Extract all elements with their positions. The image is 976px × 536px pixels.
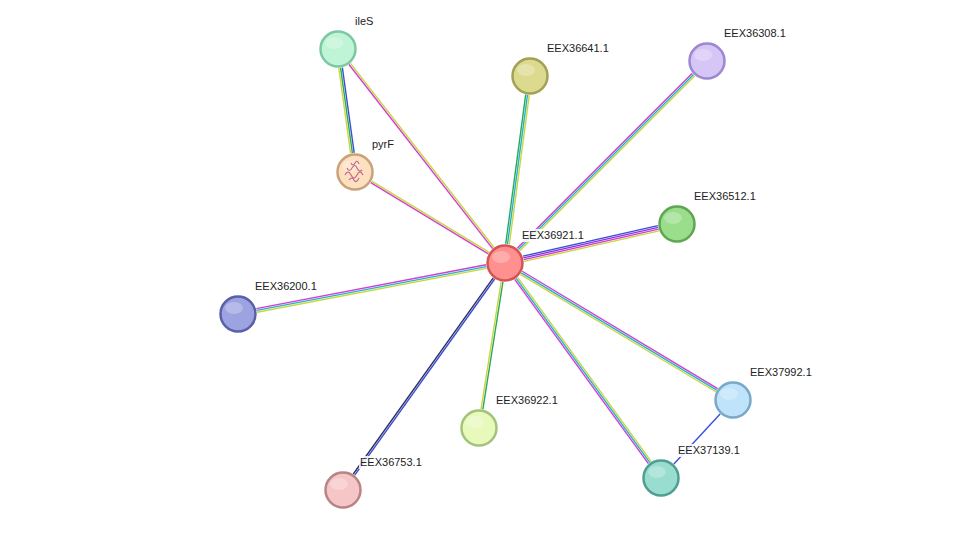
protein-node: EEX36512.1 (658, 205, 696, 243)
node-label: EEX36753.1 (359, 456, 423, 469)
node-circle (336, 153, 374, 191)
protein-node: EEX36200.1 (219, 295, 257, 333)
node-circle (688, 42, 726, 80)
node-label: EEX36512.1 (693, 190, 757, 203)
interaction-edge (520, 271, 717, 392)
node-label: EEX36922.1 (495, 394, 559, 407)
protein-node: EEX36753.1 (324, 471, 362, 509)
protein-node: EEX36922.1 (460, 409, 498, 447)
node-circle (486, 244, 524, 282)
interaction-edge (339, 68, 354, 154)
protein-node: EEX36308.1 (688, 42, 726, 80)
protein-node: ileS (319, 30, 357, 68)
interaction-edge (506, 95, 530, 245)
protein-node: EEX36641.1 (511, 57, 549, 95)
interaction-edge (349, 63, 494, 248)
interaction-edge (371, 181, 489, 254)
node-circle (460, 409, 498, 447)
protein-node: pyrF (336, 153, 374, 191)
node-label: EEX36921.1 (521, 229, 585, 242)
node-circle (319, 30, 357, 68)
node-label: EEX36200.1 (254, 280, 318, 293)
protein-node: EEX37992.1 (714, 381, 752, 419)
node-label: EEX36308.1 (723, 27, 787, 40)
protein-node: EEX37139.1 (642, 459, 680, 497)
node-circle (219, 295, 257, 333)
node-label: ileS (354, 15, 374, 28)
protein-node: EEX36921.1 (486, 244, 524, 282)
interaction-edge (515, 277, 652, 463)
node-label: EEX36641.1 (546, 42, 610, 55)
node-label: EEX37992.1 (749, 366, 813, 379)
node-circle (324, 471, 362, 509)
node-label: pyrF (371, 138, 395, 151)
node-circle (642, 459, 680, 497)
node-circle (511, 57, 549, 95)
node-label: EEX37139.1 (677, 444, 741, 457)
interaction-edge (481, 282, 503, 410)
node-circle (714, 381, 752, 419)
interaction-edge (517, 73, 695, 251)
node-circle (658, 205, 696, 243)
